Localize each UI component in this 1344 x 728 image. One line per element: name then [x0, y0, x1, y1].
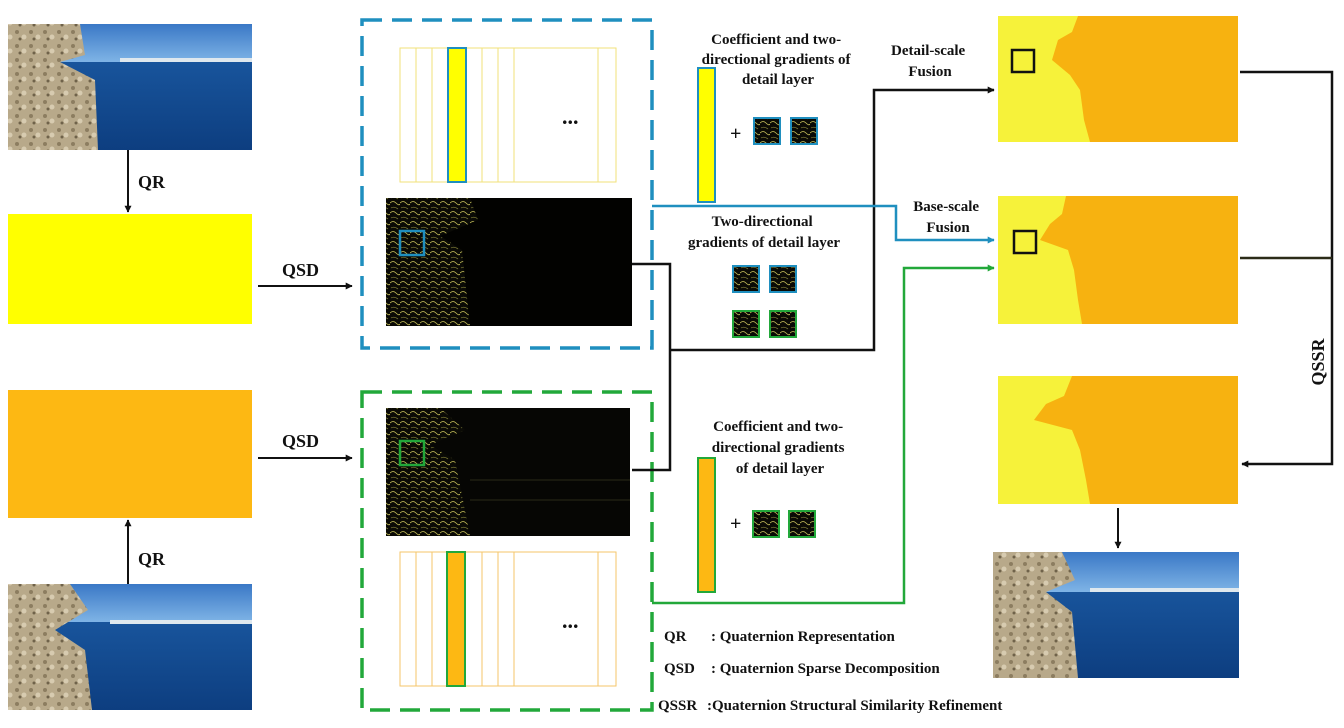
coef-bar-bottom — [697, 457, 716, 593]
legend-abbr-qssr: QSSR — [658, 698, 697, 714]
base-fusion-map — [998, 196, 1238, 324]
legend-abbr-qsd: QSD — [664, 661, 695, 677]
selected-atom-bottom — [446, 551, 466, 687]
fused-output-image — [993, 552, 1239, 678]
plus-top: + — [730, 123, 741, 145]
arrow-to-base-fusion-green — [652, 264, 995, 605]
refined-fusion-map — [998, 376, 1238, 504]
label-qr-top: QR — [138, 172, 166, 192]
patch-box-blue — [398, 229, 426, 257]
dictionary-atoms-bottom — [399, 551, 617, 687]
caption-coef-bottom: Coefficient and two- directional gradien… — [712, 419, 848, 477]
legend-text-qssr: :Quaternion Structural Similarity Refine… — [707, 698, 1002, 714]
patch-box-green — [398, 439, 426, 467]
grad-patch-bottom-1 — [752, 510, 780, 538]
detail-layer-image-bottom — [386, 408, 630, 536]
arrow-qssr-loop — [1240, 70, 1334, 468]
arrow-to-base-fusion-blue — [652, 204, 995, 244]
ellipsis-bottom: ... — [562, 608, 579, 633]
legend-abbr-qr: QR — [664, 629, 687, 645]
caption-base-fusion: Base-scale Fusion — [913, 199, 983, 236]
dictionary-atoms-top — [399, 47, 617, 183]
fusion-patch-detail — [1010, 48, 1036, 74]
legend: QR : Quaternion Representation QSD : Qua… — [658, 629, 1002, 714]
detail-fusion-map — [998, 16, 1238, 142]
detail-layer-image-top — [386, 198, 632, 326]
ellipsis-top: ... — [562, 104, 579, 129]
source-image-bottom — [8, 584, 252, 710]
grad-patch-mid-2 — [769, 265, 797, 293]
label-qr-bottom: QR — [138, 549, 166, 569]
arrow-to-detail-fusion — [670, 86, 995, 352]
grad-patch-mid-4 — [769, 310, 797, 338]
plus-bottom: + — [730, 513, 741, 535]
coef-bar-top — [697, 67, 716, 203]
label-qsd-top: QSD — [282, 260, 319, 280]
qr-layer-orange — [8, 390, 252, 518]
fusion-patch-base — [1012, 229, 1038, 255]
grad-patch-mid-1 — [732, 265, 760, 293]
decomposition-box-bottom — [360, 390, 654, 712]
selected-atom-top — [447, 47, 467, 183]
legend-text-qsd: : Quaternion Sparse Decomposition — [711, 661, 940, 677]
detail-merge-bracket — [632, 262, 672, 472]
label-qssr: QSSR — [1308, 337, 1328, 385]
grad-patch-top-1 — [753, 117, 781, 145]
legend-text-qr: : Quaternion Representation — [711, 629, 896, 645]
label-qsd-bottom: QSD — [282, 431, 319, 451]
caption-detail-fusion: Detail-scale Fusion — [891, 43, 969, 80]
source-image-top — [8, 24, 252, 150]
caption-coef-top: Coefficient and two- directional gradien… — [702, 32, 855, 88]
grad-patch-mid-3 — [732, 310, 760, 338]
caption-two-dir: Two-directional gradients of detail laye… — [688, 214, 840, 251]
grad-patch-bottom-2 — [788, 510, 816, 538]
decomposition-box-top — [360, 18, 654, 350]
grad-patch-top-2 — [790, 117, 818, 145]
qr-layer-yellow — [8, 214, 252, 324]
